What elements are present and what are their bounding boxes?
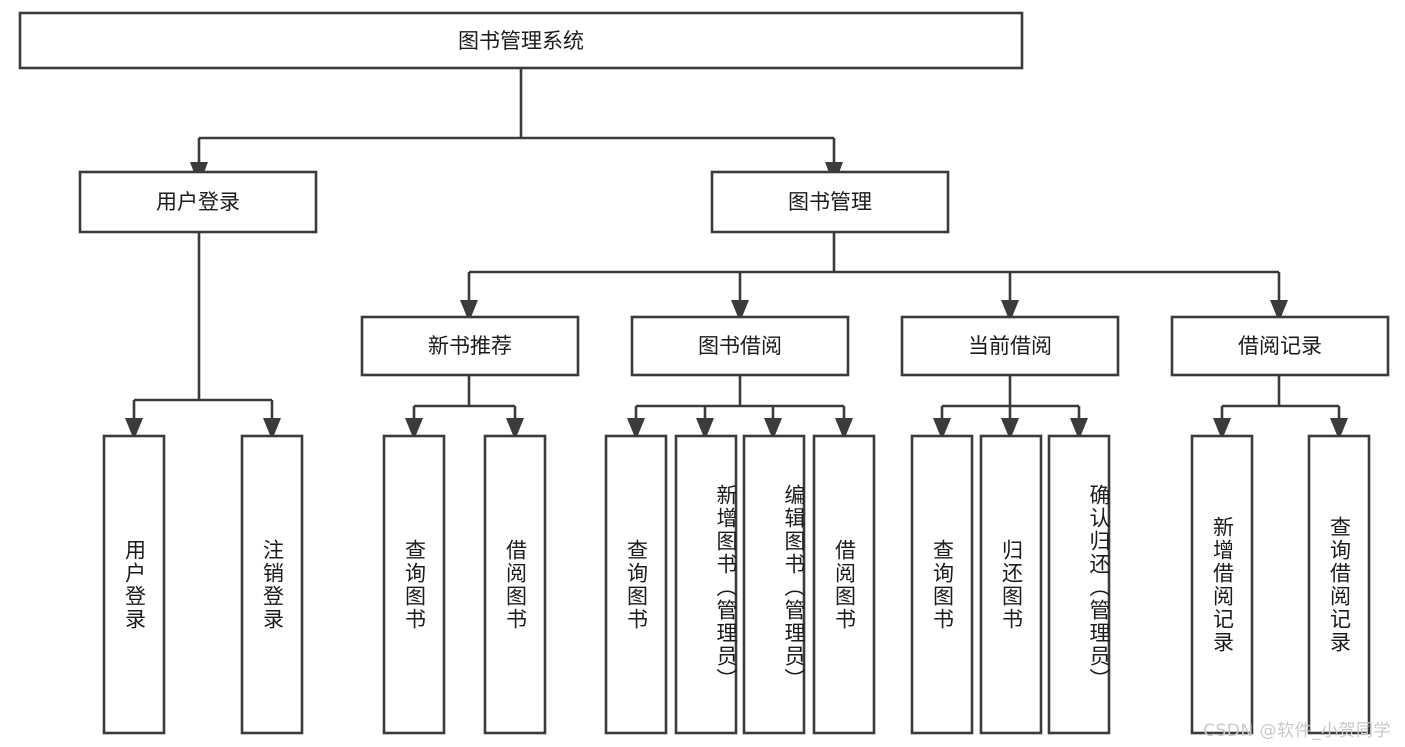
node-current-borrow-label: 当前借阅 [968,334,1052,358]
node-user-login-label: 用户登录 [156,190,240,214]
node-new-book-recommend-box[interactable] [360,315,580,377]
node-book-management-label: 图书管理 [788,190,872,214]
leaf-newbook-query-box[interactable] [382,434,446,735]
arrow-icon [627,418,645,440]
connectors-layer [132,68,1341,422]
arrow-icon [506,418,524,440]
leaf-bookborrow-query-box[interactable] [604,434,668,735]
connector-bookmgmt-bus [467,232,1281,300]
connector-bookborrow-bus [634,375,846,422]
node-user-login-box[interactable] [78,170,318,234]
arrow-icon [696,418,714,440]
leaf-bookborrow-add-box[interactable] [674,434,738,735]
leaf-logout-box[interactable] [240,434,304,735]
arrow-icon [731,300,749,322]
node-root-box[interactable] [18,11,1024,70]
watermark-text: CSDN @软件_小贺同学 [1203,721,1391,741]
leaf-currentborrow-query-box[interactable] [910,434,974,735]
node-root-label: 图书管理系统 [458,29,584,53]
arrow-icon [764,418,782,440]
connector-borrowrecord-bus [1220,375,1341,422]
leaf-user-login-box[interactable] [102,434,166,735]
arrow-icon [1070,418,1088,440]
arrow-icon [1330,418,1348,440]
node-borrow-record-label: 借阅记录 [1238,334,1322,358]
leaf-currentborrow-return-box[interactable] [979,434,1043,735]
connector-currentborrow-bus [940,375,1081,422]
node-borrow-record-box[interactable] [1170,315,1390,377]
node-book-management-box[interactable] [710,170,950,234]
arrow-icon [125,418,143,440]
arrow-icon [263,418,281,440]
connector-userlogin-bus [132,232,274,422]
arrow-icon [1213,418,1231,440]
arrow-icon [933,418,951,440]
node-new-book-recommend-label: 新书推荐 [428,334,512,358]
leaf-record-query-box[interactable] [1307,434,1371,735]
node-current-borrow-box[interactable] [900,315,1120,377]
arrow-icon [405,418,423,440]
arrow-icon [1270,300,1288,322]
leaf-bookborrow-edit-box[interactable] [742,434,806,735]
arrow-icon [1001,418,1019,440]
leaf-newbook-borrow-box[interactable] [483,434,547,735]
leaf-currentborrow-confirm-box[interactable] [1047,434,1111,735]
leaf-bookborrow-borrow-box[interactable] [812,434,876,735]
leaf-record-add-box[interactable] [1190,434,1254,735]
nodes-layer: 图书管理系统 用户登录 图书管理 新书推荐 图书借阅 当前借阅 借阅记录 [18,11,1390,735]
arrow-icon [1001,300,1019,322]
node-book-borrow-box[interactable] [630,315,850,377]
arrow-icon [835,418,853,440]
connector-root-bus [197,68,836,162]
arrow-icon [460,300,478,322]
connector-newbook-bus [412,375,517,422]
node-book-borrow-label: 图书借阅 [698,334,782,358]
